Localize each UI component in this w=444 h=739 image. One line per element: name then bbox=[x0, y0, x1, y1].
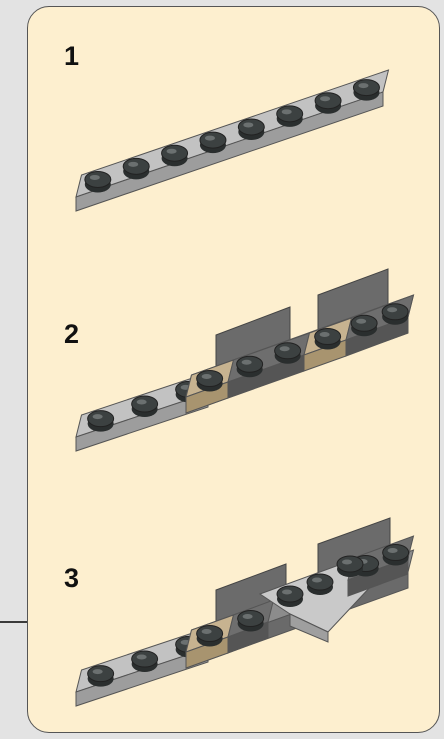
stud-highlight bbox=[202, 374, 212, 379]
long-gray-plate bbox=[76, 70, 389, 211]
stud-highlight bbox=[167, 149, 177, 154]
step-3-assembly bbox=[76, 518, 414, 706]
stud bbox=[237, 356, 263, 372]
stud-highlight bbox=[242, 360, 252, 365]
stud-highlight bbox=[312, 578, 322, 583]
stud-highlight bbox=[243, 122, 253, 127]
plate-1x8 bbox=[76, 70, 389, 211]
stud-highlight bbox=[137, 655, 147, 660]
stud-highlight bbox=[358, 83, 368, 88]
stud-highlight bbox=[137, 400, 147, 405]
stud-highlight bbox=[243, 614, 253, 619]
plate-top bbox=[76, 70, 389, 197]
instruction-panel: 1 2 3 bbox=[27, 6, 440, 733]
step-1-illustration bbox=[28, 57, 440, 227]
stud-highlight bbox=[128, 162, 138, 167]
step-2-illustration bbox=[28, 247, 440, 467]
stud bbox=[88, 411, 114, 427]
stud-highlight bbox=[202, 629, 212, 634]
stud-highlight bbox=[90, 175, 100, 180]
stud-highlight bbox=[282, 109, 292, 114]
stud-highlight bbox=[93, 669, 103, 674]
stud-highlight bbox=[320, 96, 330, 101]
stud-highlight bbox=[387, 307, 397, 312]
stud-highlight bbox=[205, 136, 215, 141]
stud bbox=[88, 666, 114, 682]
stud bbox=[238, 611, 264, 627]
stud-highlight bbox=[282, 590, 292, 595]
stud-highlight bbox=[93, 414, 103, 419]
stud-highlight bbox=[280, 346, 290, 351]
stud-highlight bbox=[320, 332, 330, 337]
step-3-illustration bbox=[28, 502, 440, 722]
step-2-assembly bbox=[76, 269, 414, 451]
stud bbox=[238, 119, 264, 135]
stud-highlight bbox=[388, 548, 398, 553]
stud-highlight bbox=[356, 319, 366, 324]
stud-highlight bbox=[342, 560, 352, 565]
